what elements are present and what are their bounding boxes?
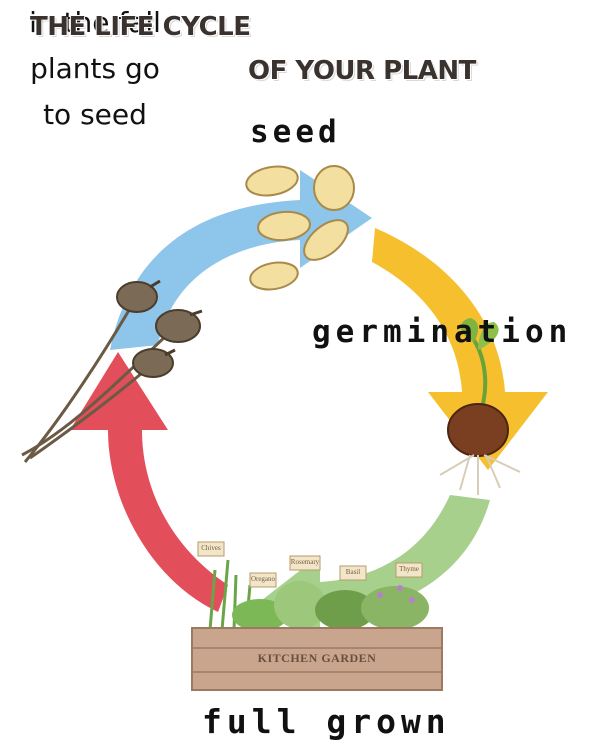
label-fall-line-1: in the fall <box>29 6 161 39</box>
label-germination: germination <box>312 314 573 350</box>
seed-icon <box>257 210 311 242</box>
label-fall-line-3: to seed <box>43 98 147 131</box>
germinating-seed <box>439 318 521 495</box>
arrow-germination <box>372 228 548 470</box>
title-line-2: OF YOUR PLANT <box>248 56 476 86</box>
seed-pods <box>21 279 203 463</box>
arrow-fall <box>70 352 228 612</box>
planter-label: KITCHEN GARDEN <box>257 651 377 665</box>
label-fall: in the fall plants go to seed <box>0 0 190 138</box>
label-fall-line-2: plants go <box>30 52 160 85</box>
seed-icon <box>313 165 355 211</box>
arrow-seed <box>110 170 372 350</box>
tag-thyme: Thyme <box>399 565 419 573</box>
tag-rosemary: Rosemary <box>290 558 320 566</box>
seed-icon <box>245 165 299 197</box>
seed-icon <box>249 261 299 291</box>
herbs <box>197 541 429 631</box>
seeds-group <box>245 165 355 291</box>
label-full-grown: full grown <box>202 702 451 741</box>
seed-icon <box>303 219 349 261</box>
planter-box <box>191 627 443 691</box>
tag-basil: Basil <box>345 568 361 576</box>
tag-oregano: Oregano <box>250 575 276 583</box>
tag-chives: Chives <box>201 544 221 552</box>
label-seed: seed <box>250 114 341 150</box>
title-line-1: THE LIFE CYCLE <box>30 12 251 42</box>
